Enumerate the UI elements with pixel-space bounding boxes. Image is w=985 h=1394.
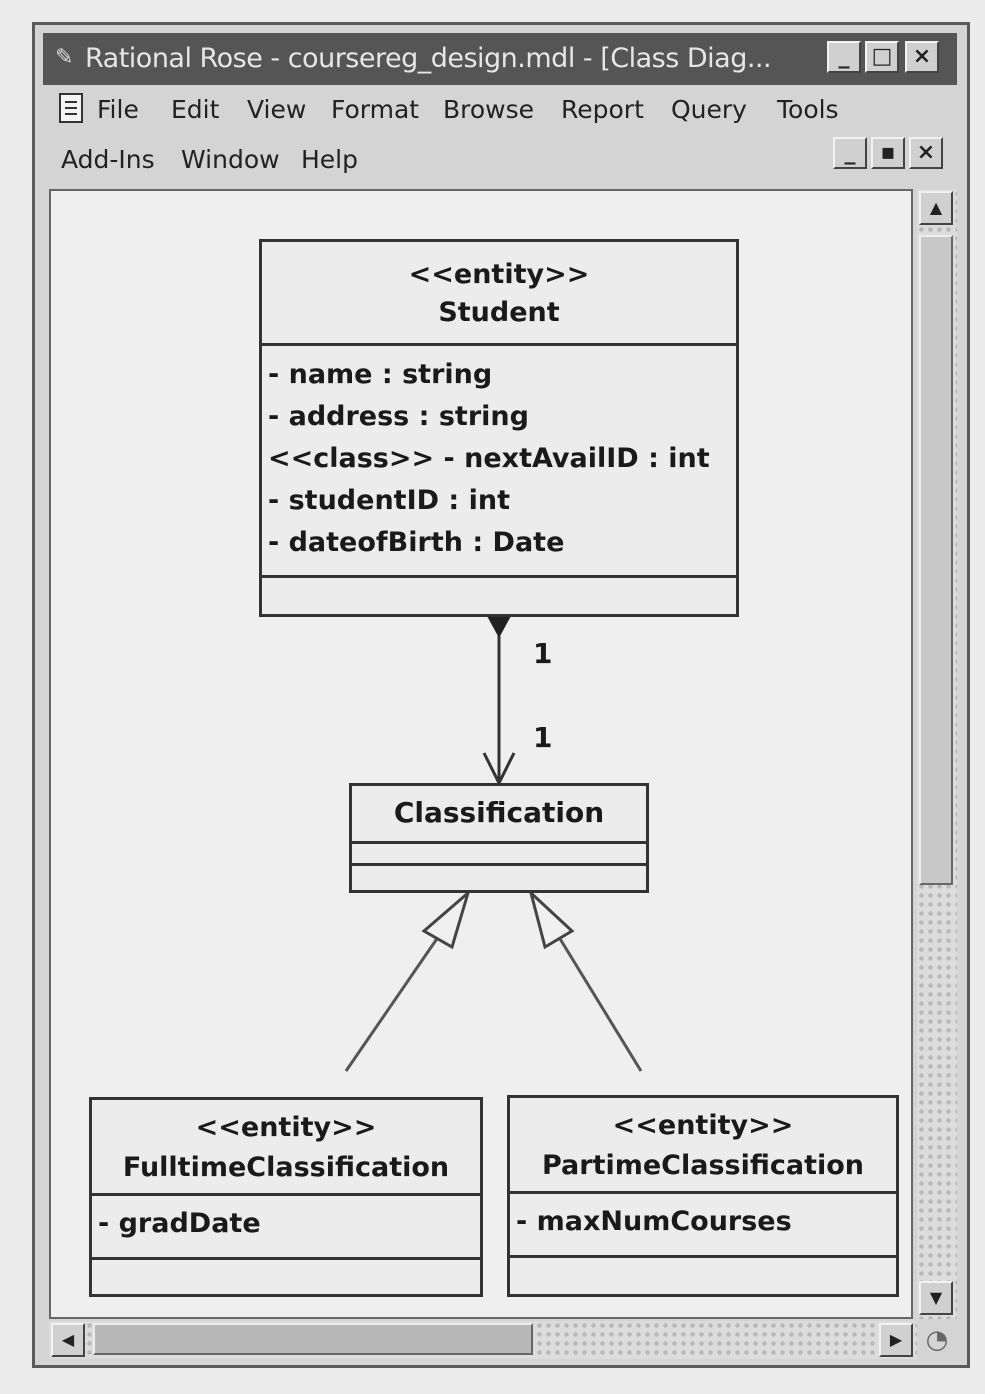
class-classification-name: Classification bbox=[393, 796, 605, 829]
attribute-max-num-courses: - maxNumCourses bbox=[516, 1206, 792, 1237]
class-fulltime-name: FulltimeClassification bbox=[122, 1152, 450, 1183]
class-parttime-classification[interactable]: <<entity>> PartimeClassification - maxNu… bbox=[507, 1095, 899, 1297]
class-classification[interactable]: Classification bbox=[349, 783, 649, 893]
class-parttime-attributes: - maxNumCourses bbox=[510, 1194, 896, 1258]
attribute-address: - address : string bbox=[268, 401, 529, 432]
class-fulltime-attributes: - gradDate bbox=[92, 1196, 480, 1260]
menu-query[interactable]: Query bbox=[671, 95, 747, 124]
attribute-grad-date: - gradDate bbox=[98, 1208, 261, 1239]
multiplicity-source: 1 bbox=[533, 637, 553, 670]
class-classification-operations bbox=[352, 866, 646, 890]
menu-edit[interactable]: Edit bbox=[171, 95, 220, 124]
menu-format[interactable]: Format bbox=[331, 95, 420, 124]
resize-grip-icon[interactable]: ◔ bbox=[925, 1325, 949, 1355]
rose-app-icon: ✎ bbox=[55, 45, 74, 70]
menu-add-ins[interactable]: Add-Ins bbox=[61, 145, 155, 174]
app-window: ✎ Rational Rose - coursereg_design.mdl -… bbox=[32, 22, 970, 1368]
window-title: Rational Rose - coursereg_design.mdl - [… bbox=[85, 43, 772, 74]
title-bar[interactable]: ✎ Rational Rose - coursereg_design.mdl -… bbox=[43, 33, 957, 85]
menu-view[interactable]: View bbox=[247, 95, 307, 124]
attribute-name: - name : string bbox=[268, 359, 493, 390]
class-student-attributes: - name : string - address : string <<cla… bbox=[262, 346, 736, 578]
attribute-next-avail-id: <<class>> - nextAvailID : int bbox=[268, 443, 710, 474]
class-parttime-header: <<entity>> PartimeClassification bbox=[510, 1098, 896, 1194]
attribute-date-of-birth: - dateofBirth : Date bbox=[268, 527, 565, 558]
maximize-button[interactable]: □ bbox=[865, 41, 899, 73]
menu-report[interactable]: Report bbox=[561, 95, 644, 124]
class-diagram-canvas[interactable]: 1 1 <<entity>> Student - name : string -… bbox=[49, 189, 913, 1319]
attribute-student-id: - studentID : int bbox=[268, 485, 511, 516]
scroll-up-icon[interactable]: ▲ bbox=[919, 191, 953, 225]
class-fulltime-operations bbox=[92, 1260, 480, 1294]
composition-association[interactable] bbox=[482, 594, 516, 787]
class-fulltime-stereotype: <<entity>> bbox=[195, 1112, 377, 1143]
menu-browse[interactable]: Browse bbox=[443, 95, 535, 124]
horizontal-scrollbar[interactable]: ◀ ▶ bbox=[49, 1321, 917, 1359]
doc-close-button[interactable]: × bbox=[909, 137, 943, 169]
class-fulltime-classification[interactable]: <<entity>> FulltimeClassification - grad… bbox=[89, 1097, 483, 1297]
class-student[interactable]: <<entity>> Student - name : string - add… bbox=[259, 239, 739, 617]
generalization-parttime[interactable] bbox=[528, 888, 643, 1072]
class-fulltime-header: <<entity>> FulltimeClassification bbox=[92, 1100, 480, 1196]
class-student-name: Student bbox=[438, 297, 560, 328]
menu-bar: File Edit View Format Browse Report Quer… bbox=[43, 87, 957, 189]
document-icon[interactable] bbox=[59, 93, 83, 123]
class-classification-attributes bbox=[352, 844, 646, 866]
doc-restore-button[interactable]: ▪ bbox=[871, 137, 905, 169]
multiplicity-target: 1 bbox=[533, 721, 553, 754]
menu-help[interactable]: Help bbox=[301, 145, 358, 174]
class-student-operations bbox=[262, 578, 736, 614]
class-parttime-stereotype: <<entity>> bbox=[612, 1110, 794, 1141]
horizontal-scroll-thumb[interactable] bbox=[93, 1323, 533, 1355]
generalization-fulltime[interactable] bbox=[344, 888, 471, 1072]
class-parttime-operations bbox=[510, 1258, 896, 1294]
menu-window[interactable]: Window bbox=[181, 145, 280, 174]
class-classification-header: Classification bbox=[352, 786, 646, 844]
scroll-down-icon[interactable]: ▼ bbox=[919, 1281, 953, 1315]
vertical-scroll-thumb[interactable] bbox=[919, 235, 953, 885]
class-student-header: <<entity>> Student bbox=[262, 242, 736, 346]
menu-tools[interactable]: Tools bbox=[777, 95, 839, 124]
class-student-stereotype: <<entity>> bbox=[408, 259, 590, 290]
minimize-button[interactable]: _ bbox=[827, 41, 861, 73]
doc-minimize-button[interactable]: _ bbox=[833, 137, 867, 169]
close-button[interactable]: × bbox=[905, 41, 939, 73]
scroll-left-icon[interactable]: ◀ bbox=[51, 1323, 85, 1357]
vertical-scrollbar[interactable]: ▲ ▼ bbox=[917, 189, 957, 1319]
scroll-right-icon[interactable]: ▶ bbox=[879, 1323, 913, 1357]
class-parttime-name: PartimeClassification bbox=[541, 1150, 865, 1181]
menu-file[interactable]: File bbox=[97, 95, 139, 124]
